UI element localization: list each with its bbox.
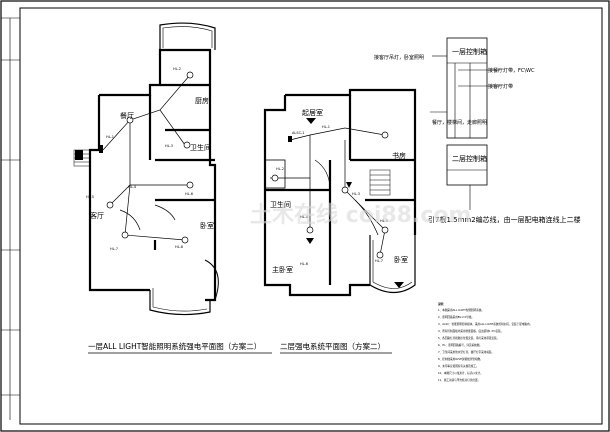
control-box-2-label: 二层控制箱: [452, 154, 487, 163]
wire-note: 引7根1.5mm2编芯线，由一层配电箱连线上二楼: [428, 215, 581, 224]
floor2-wiring: [270, 127, 386, 256]
room-bath: 卫生间: [190, 143, 211, 152]
note-line: 6、HL：照明回路编号，详见系统图。: [438, 343, 482, 347]
watermark: 土木在线 coi88.com: [250, 202, 471, 228]
floor2-plan: 起居室 书房 卫生间 主卧室 卧室 ALSC-1 HL-1 HL-2 HL-3 …: [263, 88, 417, 354]
floor1-title: 一层ALL LIGHT智能照明系统强电平面图（方案二）: [88, 341, 261, 351]
circuit-tag: HL-1: [322, 125, 330, 129]
notes: 说明： 1、本图采用ALL LIGHT智能照明系统。 2、照明回路采用BV-2.…: [438, 302, 532, 382]
stair: [369, 169, 391, 196]
circuit-tag: HL-4: [128, 185, 137, 189]
room-bedroom-top: 起居室: [302, 108, 323, 117]
control-box-1-label: 一层控制箱: [452, 47, 487, 56]
room-living: 客厅: [90, 211, 104, 220]
floor1-plan: 餐厅 厨房 卫生间 客厅 卧室 HL-1 HL-2 HL-3 HL-4 HL-5…: [73, 22, 272, 354]
circuit-tag: HL-8: [175, 245, 183, 249]
circuit-tag: ALSC-1: [292, 131, 305, 135]
ctrl-label: 接客厅灯带: [488, 83, 513, 90]
note-line: 10、本图尺寸以毫米计，标高以米计。: [438, 371, 483, 375]
room-dining: 餐厅: [120, 111, 134, 120]
circuit-tag: HL-2: [276, 167, 284, 171]
circuit-tag: HL-1: [106, 135, 114, 139]
note-line: 8、控制线采用RVVP屏蔽线穿管暗敷。: [438, 357, 483, 361]
note-line: 9、未尽事宜按国家有关规范施工。: [438, 364, 479, 368]
note-line: 3、ALSC：智能照明控制模块，采用ALL LIGHT系统控制主机，安装于配电箱…: [438, 322, 532, 326]
circuit-tag: HL-4: [300, 215, 309, 219]
room-study: 书房: [392, 151, 406, 160]
ctrl-label: 餐厅，楼梯间，走廊照明: [432, 119, 487, 126]
room-master: 主卧室: [272, 265, 293, 274]
note-line: 1、本图采用ALL LIGHT智能照明系统。: [438, 308, 484, 312]
note-line: 4、所有控制面板均采用智能面板，底边距地1.3m安装。: [438, 329, 503, 333]
note-line: 11、施工前请与甲方核对灯具位置。: [438, 378, 480, 382]
circuit-tag: HL-7: [375, 259, 383, 263]
notes-heading: 说明：: [438, 302, 446, 306]
circuit-tag: HL-5: [380, 219, 388, 223]
control-box-1: 一层控制箱 接客厅吊灯，卧室照明 接餐厅灯带，FC\WC 接客厅灯带 餐厅，楼梯…: [374, 37, 535, 139]
circuit-tag: HL-6: [300, 262, 308, 266]
floor2-lamps: [271, 131, 389, 259]
floor2-lamp-shades: [288, 118, 404, 288]
ctrl-label: 接客厅吊灯，卧室照明: [374, 54, 424, 61]
circuit-tag: HL-2: [173, 67, 181, 71]
note-line: 7、卫生间采用防水型灯具，餐厅灯带采用暗装。: [438, 350, 494, 354]
inner-frame: [19, 7, 603, 425]
floor1-wiring: [102, 74, 191, 241]
ctrl-label: 接餐厅灯带，FC\WC: [488, 67, 535, 74]
room-bedroom-2: 卧室: [394, 255, 408, 264]
circuit-tag: HL-3: [165, 144, 173, 148]
floor2-title: 二层强电系统平面图（方案二）: [280, 341, 385, 351]
left-title-strip: [1, 17, 20, 420]
floor1-lamps: [106, 71, 194, 244]
floor1-panel: [75, 145, 103, 160]
note-line: 5、各回路灯具按图示位置安装，吊灯采用吊链安装。: [438, 336, 499, 340]
room-bath-2: 卫生间: [270, 200, 291, 209]
room-bedroom: 卧室: [200, 221, 214, 230]
room-kitchen: 厨房: [195, 96, 209, 105]
control-box-2: 二层控制箱 引7根1.5mm2编芯线，由一层配电箱连线上二楼: [428, 144, 581, 224]
circuit-tag: HL-5: [86, 195, 94, 199]
circuit-tag: HL-3: [352, 192, 360, 196]
note-line: 2、照明回路采用BV-2.5导线。: [438, 315, 474, 319]
circuit-tag: HL-6: [185, 192, 193, 196]
circuit-tag: HL-7: [110, 247, 118, 251]
